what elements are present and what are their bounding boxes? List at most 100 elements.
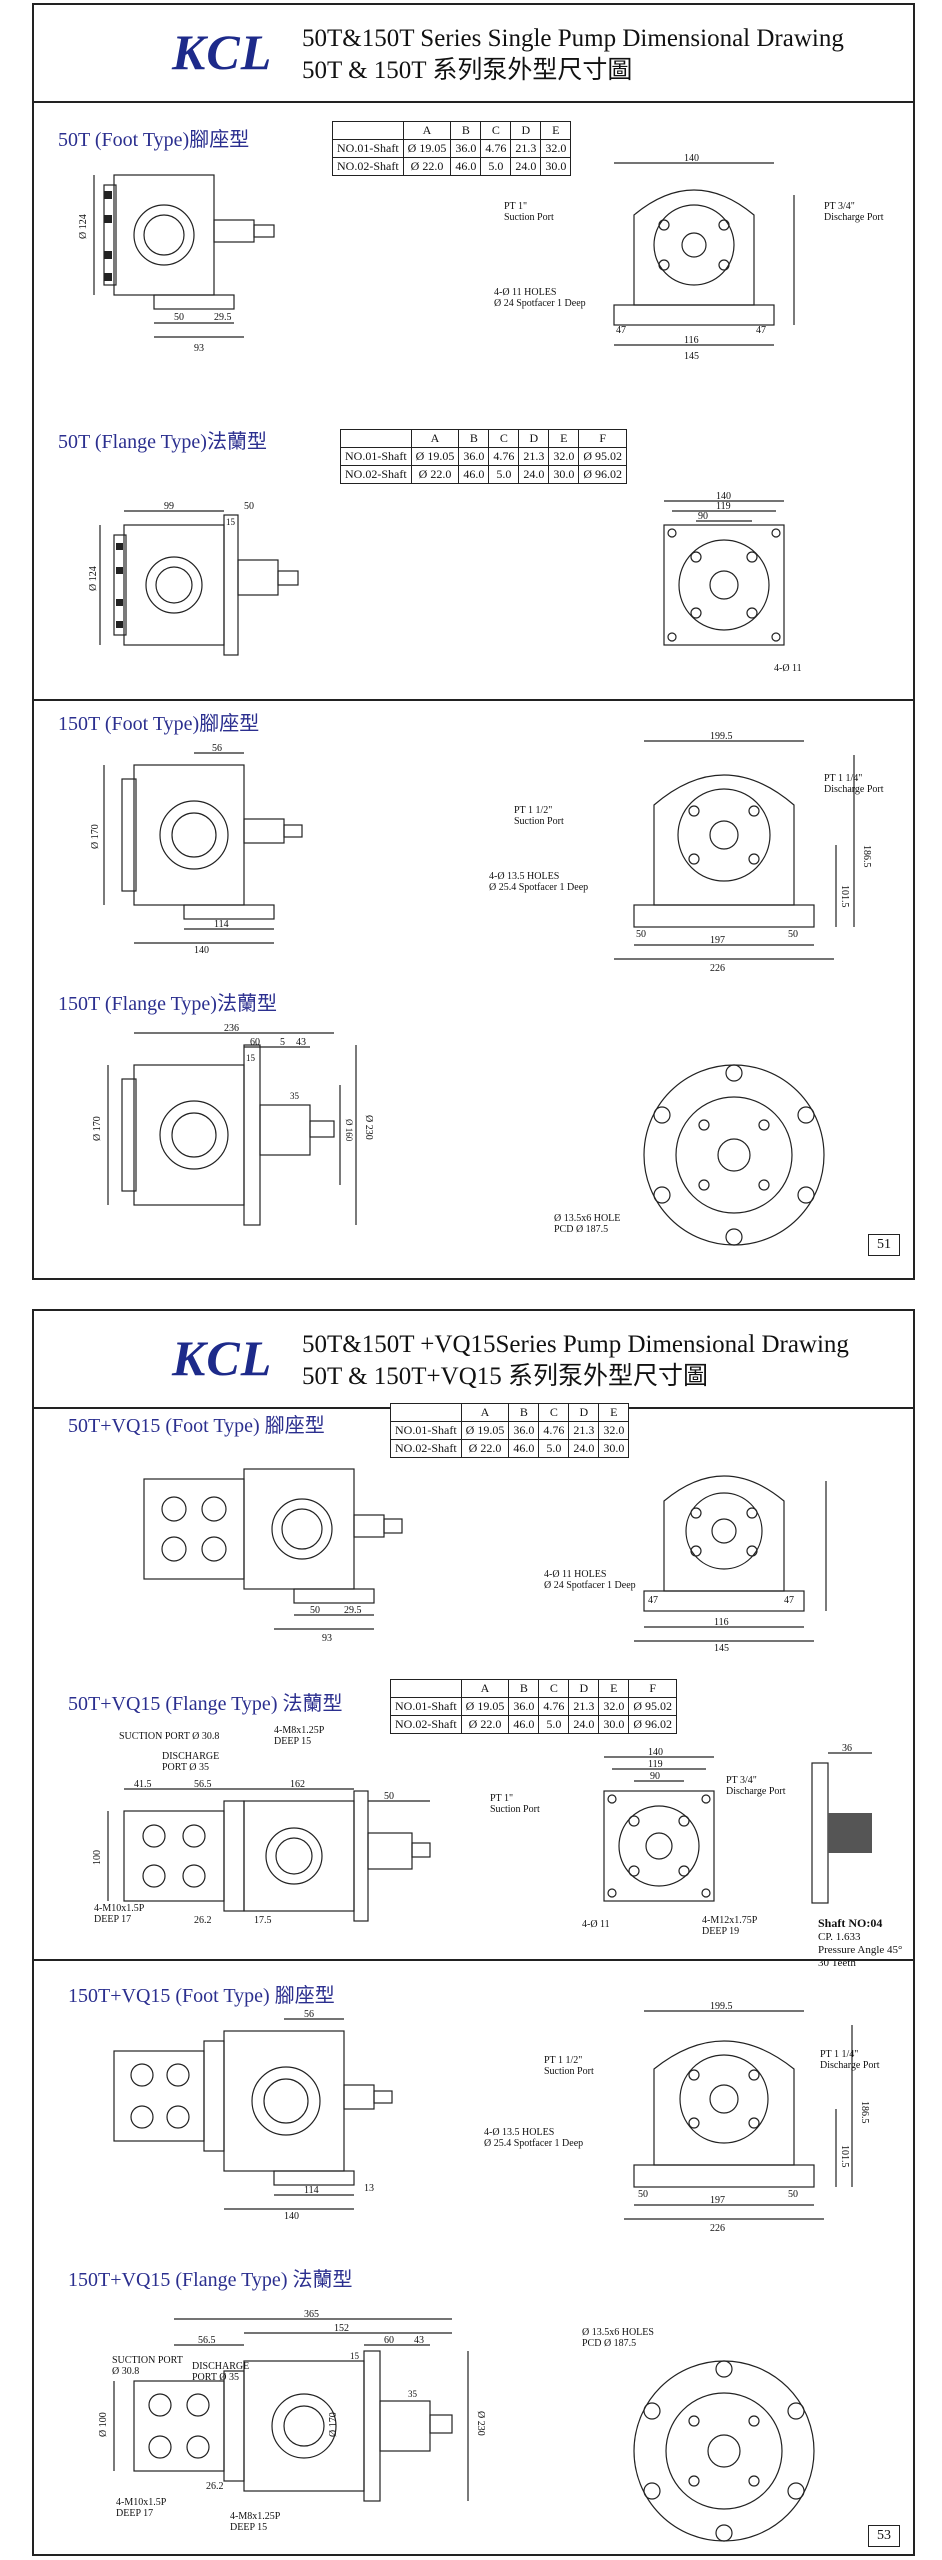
table-row: NO.02-Shaft Ø 22.0 46.0 5.0 24.0 30.0 Ø …	[340, 465, 628, 484]
table-header: E	[540, 121, 572, 140]
table-header: A	[460, 1403, 510, 1422]
dimension-label: 93	[322, 1633, 332, 1644]
drawing-150t-flange-side: 236 60 5 43 15 35 Ø 170 Ø 230 Ø 160	[92, 1023, 374, 1226]
label-text: Discharge Port	[726, 1786, 786, 1797]
label-text: 4-Ø 13.5 HOLES	[489, 871, 560, 882]
dimension-label: 56	[304, 2009, 314, 2020]
dimension-label: 13	[364, 2183, 374, 2194]
table-cell: 46.0	[450, 157, 482, 176]
dimension-label: 114	[214, 919, 229, 930]
drawing-150t-foot-side: Ø 170 56 114 140	[90, 743, 303, 956]
table-header: C	[488, 429, 520, 448]
label-text: 4-M10x1.5P	[116, 2497, 167, 2508]
table-cell: Ø 22.0	[402, 157, 452, 176]
table-cell: 36.0	[508, 1697, 540, 1716]
label-text: PT 1 1/4"	[820, 2049, 859, 2060]
label-text: DISCHARGE	[192, 2361, 250, 2372]
dimension-label: 199.5	[710, 731, 733, 742]
label-text: Ø 30.8	[112, 2366, 140, 2377]
table-header: A	[460, 1679, 510, 1698]
dimension-label: 50	[244, 501, 254, 512]
catalog-page-51: KCL 50T&150T Series Single Pump Dimensio…	[32, 3, 915, 1280]
table-cell: NO.01-Shaft	[390, 1697, 462, 1716]
table-cell: 21.3	[510, 139, 542, 158]
table-cell: Ø 22.0	[410, 465, 460, 484]
dimension-label: Ø 100	[98, 2412, 109, 2437]
table-cell: Ø 22.0	[460, 1715, 510, 1734]
dimension-label: 90	[650, 1771, 660, 1782]
table-cell: 21.3	[518, 447, 550, 466]
dimension-label: 43	[414, 2335, 424, 2346]
discharge-port-label: PT 3/4" Discharge Port	[726, 1775, 786, 1797]
table-cell: 24.0	[568, 1439, 600, 1458]
dimension-label: 116	[684, 335, 699, 346]
section-title-150t-vq15-flange: 150T+VQ15 (Flange Type) 法蘭型	[68, 2269, 353, 2291]
suction-port-label: PT 1" Suction Port	[504, 201, 554, 223]
label-text: DEEP 19	[702, 1926, 740, 1937]
dimension-label: Ø 170	[328, 2412, 339, 2437]
table-row: NO.01-Shaft Ø 19.05 36.0 4.76 21.3 32.0 …	[340, 447, 628, 466]
mounting-holes-label: 4-Ø 13.5 HOLES Ø 25.4 Spotfacer 1 Deep	[489, 871, 588, 893]
dimension-label: 56.5	[194, 1779, 212, 1790]
section-title-50t-foot: 50T (Foot Type)腳座型	[58, 129, 250, 151]
table-cell: 5.0	[480, 157, 512, 176]
table-cell: Ø 95.02	[628, 1697, 678, 1716]
label-text: SUCTION PORT	[112, 2355, 183, 2366]
table-header	[390, 1679, 462, 1698]
table-header: E	[598, 1403, 630, 1422]
table-header: A	[410, 429, 460, 448]
discharge-port-label: DISCHARGE PORT Ø 35	[162, 1751, 219, 1773]
label-text: DEEP 17	[94, 1914, 132, 1925]
thread-label: 4-M8x1.25P DEEP 15	[230, 2511, 280, 2533]
dimension-label: 186.5	[861, 845, 872, 868]
dimension-label: 365	[304, 2309, 319, 2320]
thread-label: 4-M10x1.5P DEEP 17	[116, 2497, 166, 2519]
dimension-label: 50	[636, 929, 646, 940]
table-header: E	[548, 429, 580, 448]
table-cell: 32.0	[540, 139, 572, 158]
dimension-label: Ø 124	[78, 214, 89, 239]
dimension-label: 60	[384, 2335, 394, 2346]
dimension-label: 236	[224, 1023, 239, 1034]
dimension-table-50t-vq15-flange: A B C D E F NO.01-Shaft Ø 19.05 36.0 4.7…	[390, 1679, 678, 1734]
title-english: 50T&150T +VQ15Series Pump Dimensional Dr…	[302, 1331, 849, 1358]
drawing-50t-vq15-foot-side: 50 29.5 93	[143, 1468, 403, 1644]
label-text: 4-M10x1.5P	[94, 1903, 145, 1914]
dimension-label: 119	[716, 501, 731, 512]
drawing-50t-vq15-foot-front: 116 47 47 145	[634, 1475, 827, 1654]
table-cell: 46.0	[458, 465, 490, 484]
flange-holes-label: Ø 13.5x6 HOLES PCD Ø 187.5	[582, 2327, 654, 2349]
page-number: 51	[868, 1234, 900, 1256]
dimension-label: 199.5	[710, 2001, 733, 2012]
drawing-150t-vq15-foot-side: 56 114 13 140	[113, 2009, 393, 2222]
dimension-label: 116	[714, 1617, 729, 1628]
dimension-label: 4-Ø 11	[774, 663, 802, 674]
suction-port-label: PT 1 1/2" Suction Port	[544, 2055, 594, 2077]
dimension-table-50t-flange: A B C D E F NO.01-Shaft Ø 19.05 36.0 4.7…	[340, 429, 628, 484]
dimension-label: 50	[310, 1605, 320, 1616]
section-divider	[34, 1959, 913, 1961]
label-text: DEEP 15	[274, 1736, 312, 1747]
drawing-150t-vq15-flange-front	[633, 2360, 815, 2542]
dimension-label: 145	[714, 1643, 729, 1654]
section-title-50t-vq15-flange: 50T+VQ15 (Flange Type) 法蘭型	[68, 1693, 343, 1715]
dimension-label: 47	[616, 325, 626, 336]
drawing-50t-flange-front: 140 119 90 4-Ø 11	[663, 491, 802, 674]
dimension-label: Ø 170	[90, 824, 101, 849]
drawing-50t-foot-side: Ø 124 50 29.5 93	[78, 174, 275, 354]
dimension-label: 50	[638, 2189, 648, 2200]
table-header: A	[402, 121, 452, 140]
label-text: 4-M8x1.25P	[274, 1725, 325, 1736]
section-title-50t-flange: 50T (Flange Type)法蘭型	[58, 431, 267, 453]
mounting-holes-label: 4-Ø 11 HOLES Ø 24 Spotfacer 1 Deep	[544, 1569, 636, 1591]
dimension-label: 47	[756, 325, 766, 336]
label-text: 4-Ø 11 HOLES	[544, 1569, 607, 1580]
label-text: PCD Ø 187.5	[582, 2338, 637, 2349]
label-text: PORT Ø 35	[192, 2372, 240, 2383]
dimension-label: 56.5	[198, 2335, 216, 2346]
section-title-50t-vq15-foot: 50T+VQ15 (Foot Type) 腳座型	[68, 1415, 325, 1437]
dimension-label: 5	[280, 1037, 285, 1048]
table-cell: NO.02-Shaft	[390, 1715, 462, 1734]
label-text: PORT Ø 35	[162, 1762, 210, 1773]
label-text: Ø 25.4 Spotfacer 1 Deep	[489, 882, 589, 893]
